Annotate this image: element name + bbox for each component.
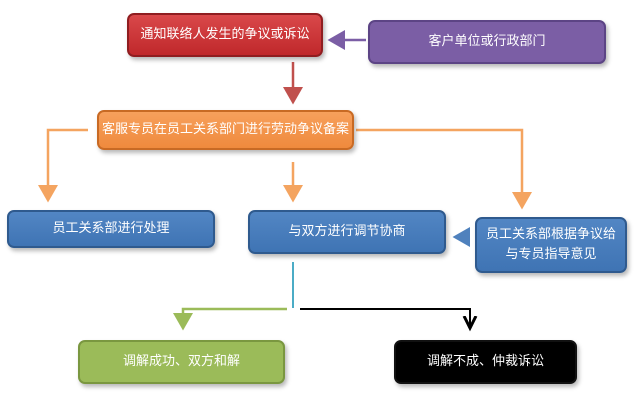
node-notify[interactable]: 通知联络人发生的争议或诉讼: [127, 13, 323, 57]
node-success-label: 调解成功、双方和解: [122, 354, 240, 369]
node-guidance[interactable]: 员工关系部根据争议给 与专员指导意见: [475, 217, 627, 273]
node-handle-label: 员工关系部进行处理: [52, 221, 170, 236]
node-failure[interactable]: 调解不成、仲裁诉讼: [394, 340, 577, 384]
node-success[interactable]: 调解成功、双方和解: [78, 340, 285, 384]
arrow-mediate-to-failure: [300, 308, 470, 328]
node-guidance-line1: 员工关系部根据争议给: [485, 227, 616, 242]
node-client-label: 客户单位或行政部门: [428, 34, 546, 49]
node-failure-label: 调解不成、仲裁诉讼: [426, 354, 544, 369]
node-notify-label: 通知联络人发生的争议或诉讼: [140, 27, 310, 42]
node-record-label: 客服专员在员工关系部门进行劳动争议备案: [101, 122, 349, 137]
node-record[interactable]: 客服专员在员工关系部门进行劳动争议备案: [97, 110, 354, 150]
node-mediate-label: 与双方进行调节协商: [288, 224, 406, 239]
node-guidance-line2: 与专员指导意见: [505, 247, 597, 262]
arrow-mediate-to-success: [173, 307, 287, 331]
node-mediate[interactable]: 与双方进行调节协商: [248, 210, 446, 254]
node-client[interactable]: 客户单位或行政部门: [368, 20, 606, 64]
arrow-record-to-guidance: [356, 128, 532, 210]
arrow-record-to-handle: [38, 128, 88, 203]
node-handle[interactable]: 员工关系部进行处理: [7, 210, 215, 248]
